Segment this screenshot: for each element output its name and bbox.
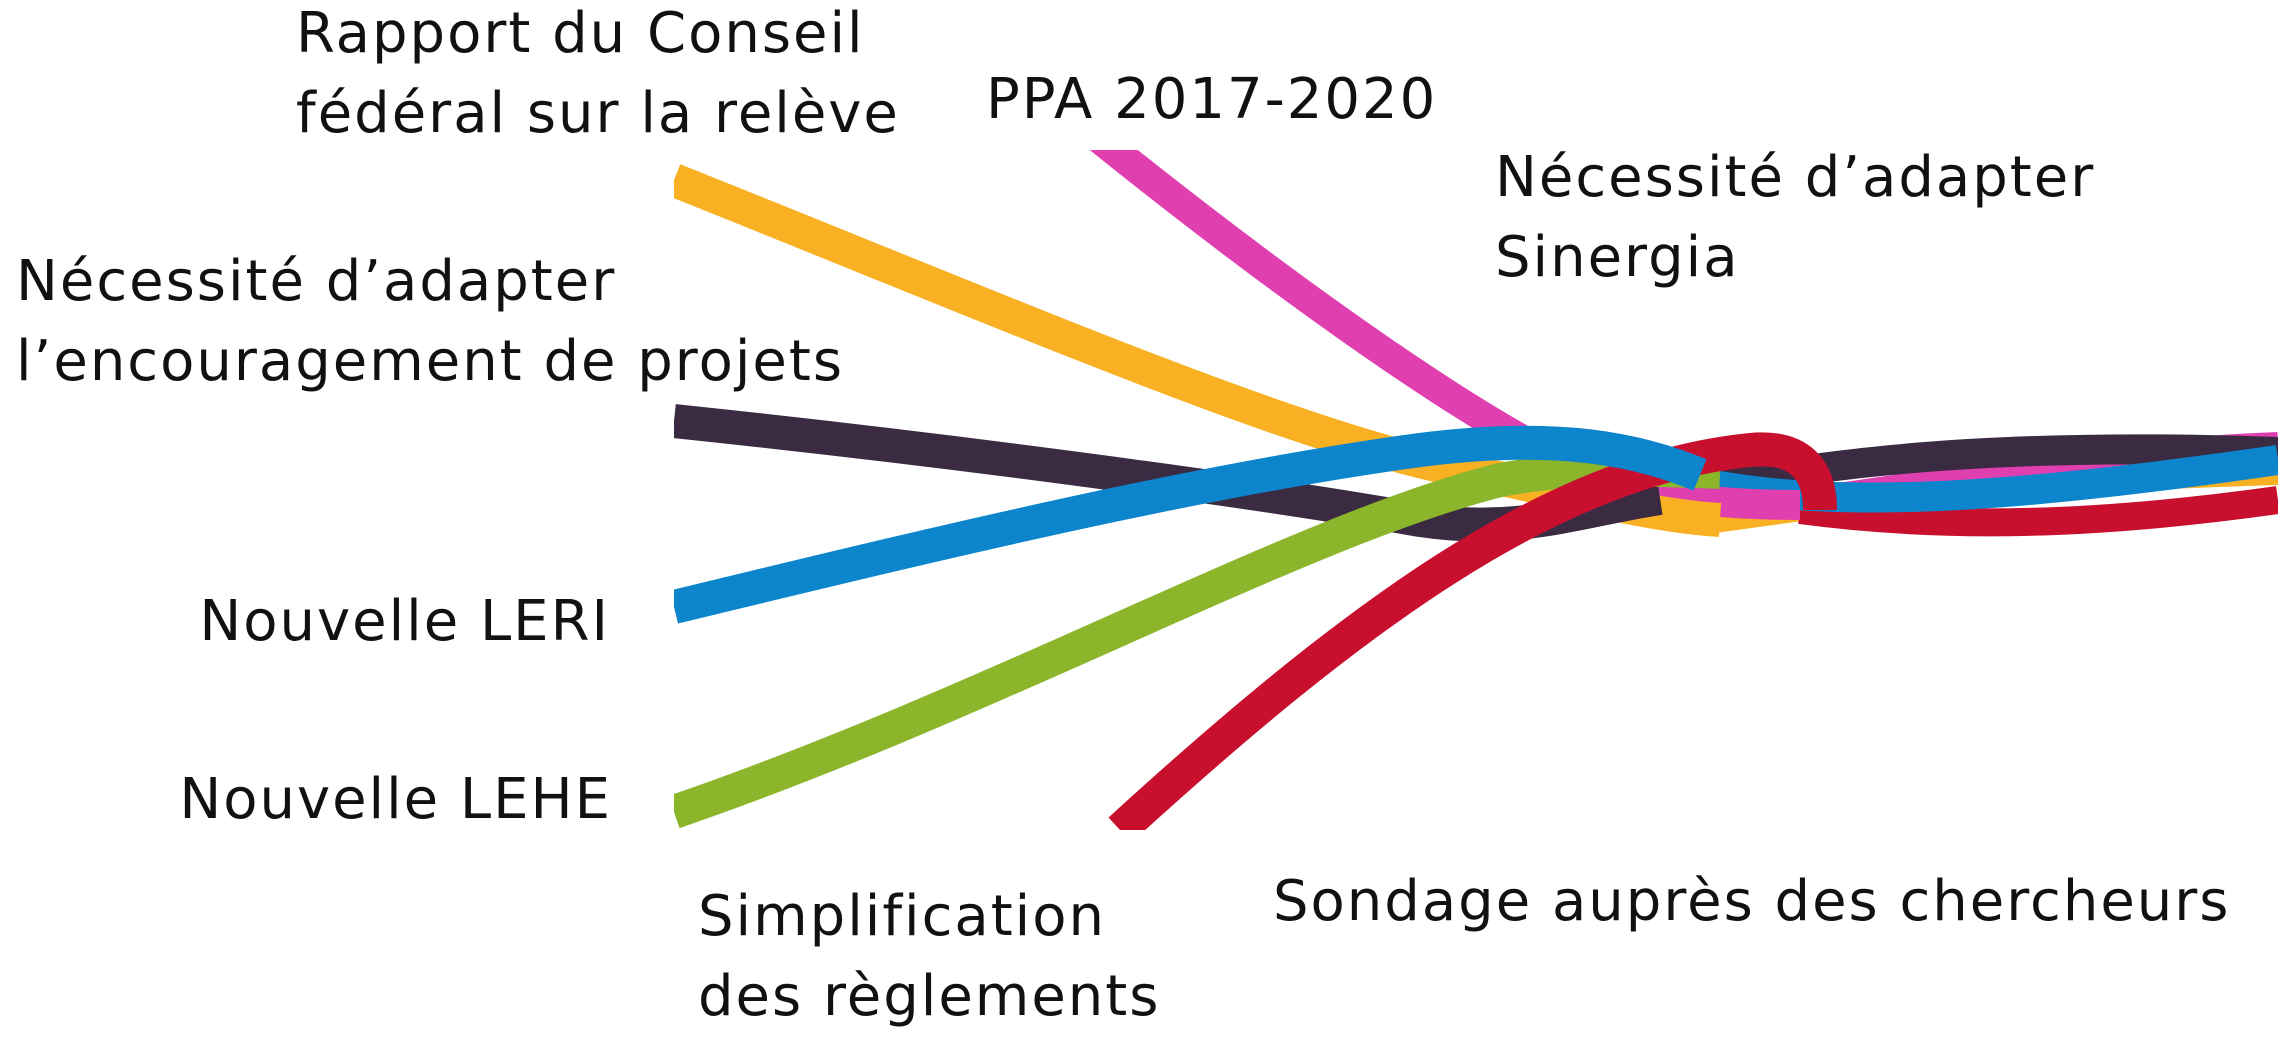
label-simplification: Simplification des règlements [698, 877, 1160, 1037]
label-lehe-line-1: Nouvelle LEHE [179, 767, 612, 832]
label-encouragement-line-2: l’encouragement de projets [16, 329, 844, 394]
ribbon-blue [674, 425, 1707, 624]
label-sondage-line-1: Sondage auprès des chercheurs [1273, 869, 2231, 934]
label-sinergia-line-1: Nécessité d’adapter [1495, 145, 2096, 210]
label-leri-line-1: Nouvelle LERI [199, 589, 610, 654]
label-ppa-line-1: PPA 2017-2020 [986, 67, 1438, 132]
label-rapport-conseil: Rapport du Conseil fédéral sur la relève [296, 0, 900, 154]
label-leri: Nouvelle LERI [199, 582, 610, 662]
label-rapport-conseil-line-1: Rapport du Conseil [296, 1, 865, 66]
label-sondage: Sondage auprès des chercheurs [1273, 862, 2230, 942]
label-encouragement-line-1: Nécessité d’adapter [16, 249, 617, 314]
label-encouragement: Nécessité d’adapter l’encouragement de p… [16, 242, 844, 402]
label-simplification-line-2: des règlements [698, 964, 1161, 1029]
ribbon-red [1108, 432, 1837, 830]
label-lehe: Nouvelle LEHE [179, 760, 612, 840]
label-sinergia-line-2: Sinergia [1495, 225, 1740, 290]
label-simplification-line-1: Simplification [698, 884, 1106, 949]
label-ppa: PPA 2017-2020 [986, 60, 1437, 140]
ribbon-red-tail [1798, 486, 2278, 537]
label-rapport-conseil-line-2: fédéral sur la relève [296, 81, 900, 146]
label-sinergia: Nécessité d’adapter Sinergia [1495, 138, 2095, 298]
